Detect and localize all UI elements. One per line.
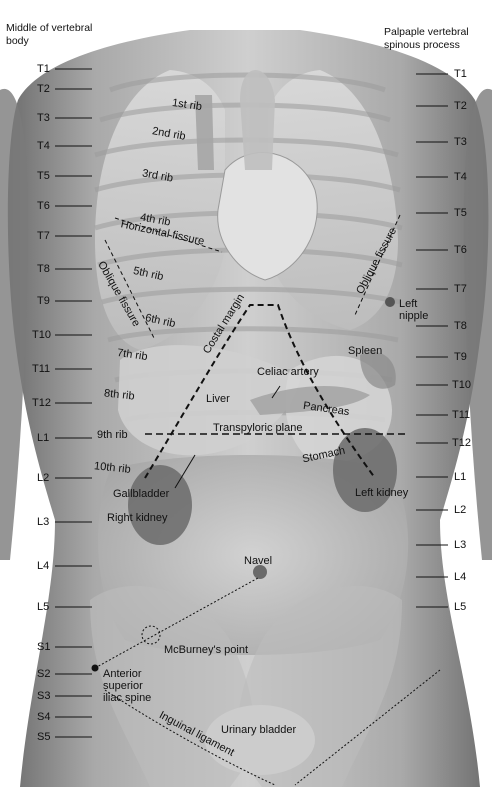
asis-dot <box>92 665 99 672</box>
right-level: T1 <box>454 68 467 80</box>
left-kidney-shape <box>333 428 397 512</box>
left-kidney-label: Left kidney <box>355 487 408 499</box>
liver-label: Liver <box>206 393 230 405</box>
right-level: T6 <box>454 244 467 256</box>
right-header: Palpaple vertebral spinous process <box>384 26 484 52</box>
right-level: T2 <box>454 100 467 112</box>
left-level: S2 <box>37 668 50 680</box>
right-level: T9 <box>454 351 467 363</box>
left-level: T1 <box>37 63 50 75</box>
right-level: T7 <box>454 283 467 295</box>
right-level: T8 <box>454 320 467 332</box>
left-level: S1 <box>37 641 50 653</box>
navel-label: Navel <box>244 555 272 567</box>
left-level: S4 <box>37 711 50 723</box>
aorta <box>240 70 275 170</box>
right-level: T11 <box>452 409 470 421</box>
left-level: S5 <box>37 731 50 743</box>
left-header: Middle of vertebral body <box>6 22 116 48</box>
left-level: L4 <box>37 560 49 572</box>
right-level: L3 <box>454 539 466 551</box>
left-level: T6 <box>37 200 50 212</box>
right-level: T3 <box>454 136 467 148</box>
asis-label: Anterior superior iliac spine <box>103 668 163 704</box>
right-kidney-label: Right kidney <box>107 512 168 524</box>
urinary-bladder-label: Urinary bladder <box>221 724 296 736</box>
left-nipple-label: Left nipple <box>399 298 439 322</box>
right-level: T10 <box>452 379 471 391</box>
right-level: T4 <box>454 171 467 183</box>
right-level: T12 <box>452 437 471 449</box>
left-level: T2 <box>37 83 50 95</box>
celiac-artery-label: Celiac artery <box>257 366 319 378</box>
right-level: T5 <box>454 207 467 219</box>
left-level: L1 <box>37 432 49 444</box>
left-level: T3 <box>37 112 50 124</box>
rib-label: 9th rib <box>97 429 128 441</box>
left-level: T9 <box>37 295 50 307</box>
left-level: L5 <box>37 601 49 613</box>
navel-dot <box>253 565 267 579</box>
gallbladder-label: Gallbladder <box>113 488 169 500</box>
right-level: L5 <box>454 601 466 613</box>
right-kidney-shape <box>128 465 192 545</box>
right-level: L4 <box>454 571 466 583</box>
right-level: L2 <box>454 504 466 516</box>
left-level: T5 <box>37 170 50 182</box>
left-level: L3 <box>37 516 49 528</box>
left-level: T10 <box>32 329 51 341</box>
left-level: T4 <box>37 140 50 152</box>
mcburneys-point-label: McBurney's point <box>164 644 248 656</box>
left-level: T8 <box>37 263 50 275</box>
left-level: S3 <box>37 690 50 702</box>
transpyloric-plane-label: Transpyloric plane <box>213 422 302 434</box>
left-level: T11 <box>32 363 50 375</box>
left-level: L2 <box>37 472 49 484</box>
left-level: T7 <box>37 230 50 242</box>
right-level: L1 <box>454 471 466 483</box>
spleen-label: Spleen <box>348 345 382 357</box>
left-nipple-dot <box>385 297 395 307</box>
left-level: T12 <box>32 397 51 409</box>
